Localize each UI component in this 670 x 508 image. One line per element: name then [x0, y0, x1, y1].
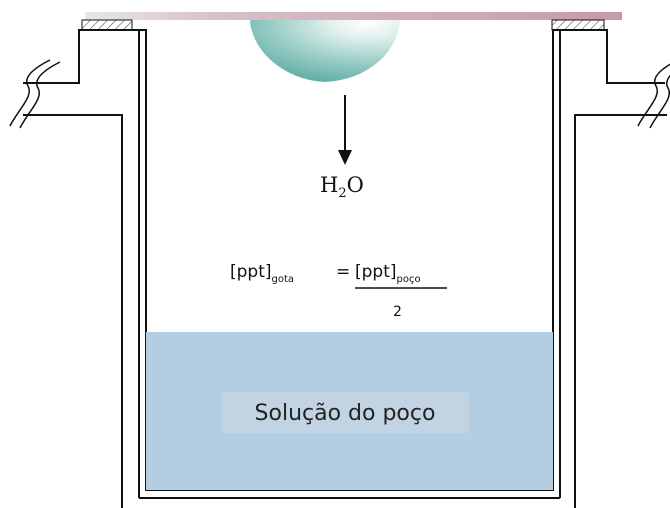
solution-label: Solução do poço — [255, 401, 436, 426]
cover-slip — [85, 12, 622, 20]
right-wall-outer — [574, 114, 667, 508]
drop-concentration-term: [ppt]gota — [230, 262, 294, 285]
concentration-equation: [ppt]gota = [ppt]poço 2 — [230, 262, 447, 320]
denominator: 2 — [393, 304, 402, 320]
left-wall-outer — [23, 114, 123, 508]
left-seal — [81, 19, 133, 31]
hanging-drop — [250, 20, 400, 82]
down-arrow-icon — [338, 95, 352, 165]
equals-sign: = — [336, 262, 350, 282]
well-concentration-term: [ppt]poço — [355, 262, 421, 285]
right-seal — [551, 19, 605, 31]
water-label: H2O — [320, 173, 364, 201]
solution-label-panel — [222, 392, 469, 433]
wavy-break-icon — [9, 59, 670, 129]
